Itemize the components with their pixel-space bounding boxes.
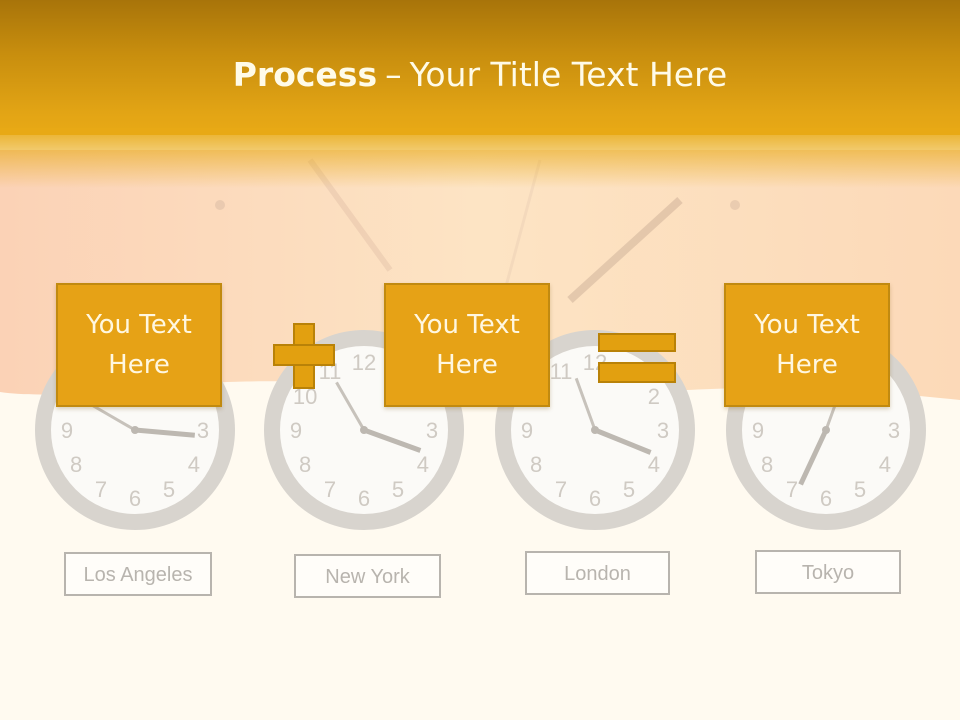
clock-number: 7 — [95, 477, 107, 502]
clock-number: 3 — [197, 418, 209, 443]
clock-number: 5 — [163, 477, 175, 502]
title-banner — [0, 0, 960, 135]
clock-number: 2 — [648, 384, 660, 409]
clock-number: 6 — [129, 486, 141, 511]
slide-title[interactable]: Process–Your Title Text Here — [0, 52, 960, 98]
clock-number: 8 — [530, 452, 542, 477]
clock-hour-hand — [363, 427, 422, 453]
slide-title-dash: – — [385, 55, 402, 94]
city-label: Los Angeles — [64, 552, 212, 596]
clock-number: 4 — [648, 452, 660, 477]
process-box-1-text: You Text Here — [86, 310, 192, 380]
clock-number: 9 — [61, 418, 73, 443]
clock-number: 7 — [786, 477, 798, 502]
clock-number: 4 — [188, 452, 200, 477]
clock-pin — [822, 426, 830, 434]
clock-pin — [131, 426, 139, 434]
process-box-2-text: You Text Here — [414, 310, 520, 380]
clock-number: 12 — [352, 350, 376, 375]
clock-hour-hand — [594, 427, 652, 455]
clock-number: 3 — [426, 418, 438, 443]
clock-number: 7 — [324, 477, 336, 502]
clock-number: 8 — [299, 452, 311, 477]
clock-number: 5 — [854, 477, 866, 502]
city-label-frame — [294, 554, 441, 598]
process-box-1[interactable]: You Text Here — [56, 283, 222, 407]
clock-minute-hand — [86, 401, 136, 432]
city-label-text: New York — [325, 566, 410, 588]
title-banner-fade — [0, 128, 960, 188]
clock-number: 3 — [657, 418, 669, 443]
city-label-frame — [755, 550, 901, 594]
clock-number: 5 — [392, 477, 404, 502]
city-label-text: Los Angeles — [84, 564, 193, 586]
clock-number: 6 — [820, 486, 832, 511]
clock-number: 8 — [70, 452, 82, 477]
clock-number: 3 — [888, 418, 900, 443]
clock-number: 8 — [761, 452, 773, 477]
clock-number: 9 — [290, 418, 302, 443]
slide-title-bold: Process — [232, 55, 378, 94]
equals-icon-bar — [598, 362, 676, 383]
city-label: Tokyo — [755, 550, 901, 594]
clock-number: 4 — [417, 452, 429, 477]
clock-minute-hand — [574, 377, 597, 431]
clock-number: 4 — [879, 452, 891, 477]
clock-number: 7 — [555, 477, 567, 502]
clock-hour-hand — [134, 427, 196, 438]
clock-pin — [360, 426, 368, 434]
slide-title-rest: Your Title Text Here — [409, 55, 728, 94]
plus-icon-center — [295, 346, 313, 364]
process-box-3-text: You Text Here — [754, 310, 860, 380]
city-label-text: London — [564, 563, 631, 585]
equals-icon — [598, 333, 676, 352]
clock-number: 9 — [521, 418, 533, 443]
city-label-frame — [64, 552, 212, 596]
city-label: London — [525, 551, 670, 595]
city-label-frame — [525, 551, 670, 595]
process-box-2[interactable]: You Text Here — [384, 283, 550, 407]
clock-number: 9 — [752, 418, 764, 443]
clock-pin — [591, 426, 599, 434]
clock-number: 6 — [589, 486, 601, 511]
clock-number: 6 — [358, 486, 370, 511]
city-label-text: Tokyo — [802, 562, 854, 584]
clock-minute-hand — [335, 381, 366, 431]
clock-number: 11 — [550, 359, 573, 384]
clock-hour-hand — [798, 428, 829, 486]
clock-number: 5 — [623, 477, 635, 502]
city-label: New York — [294, 554, 441, 598]
process-box-3[interactable]: You Text Here — [724, 283, 890, 407]
